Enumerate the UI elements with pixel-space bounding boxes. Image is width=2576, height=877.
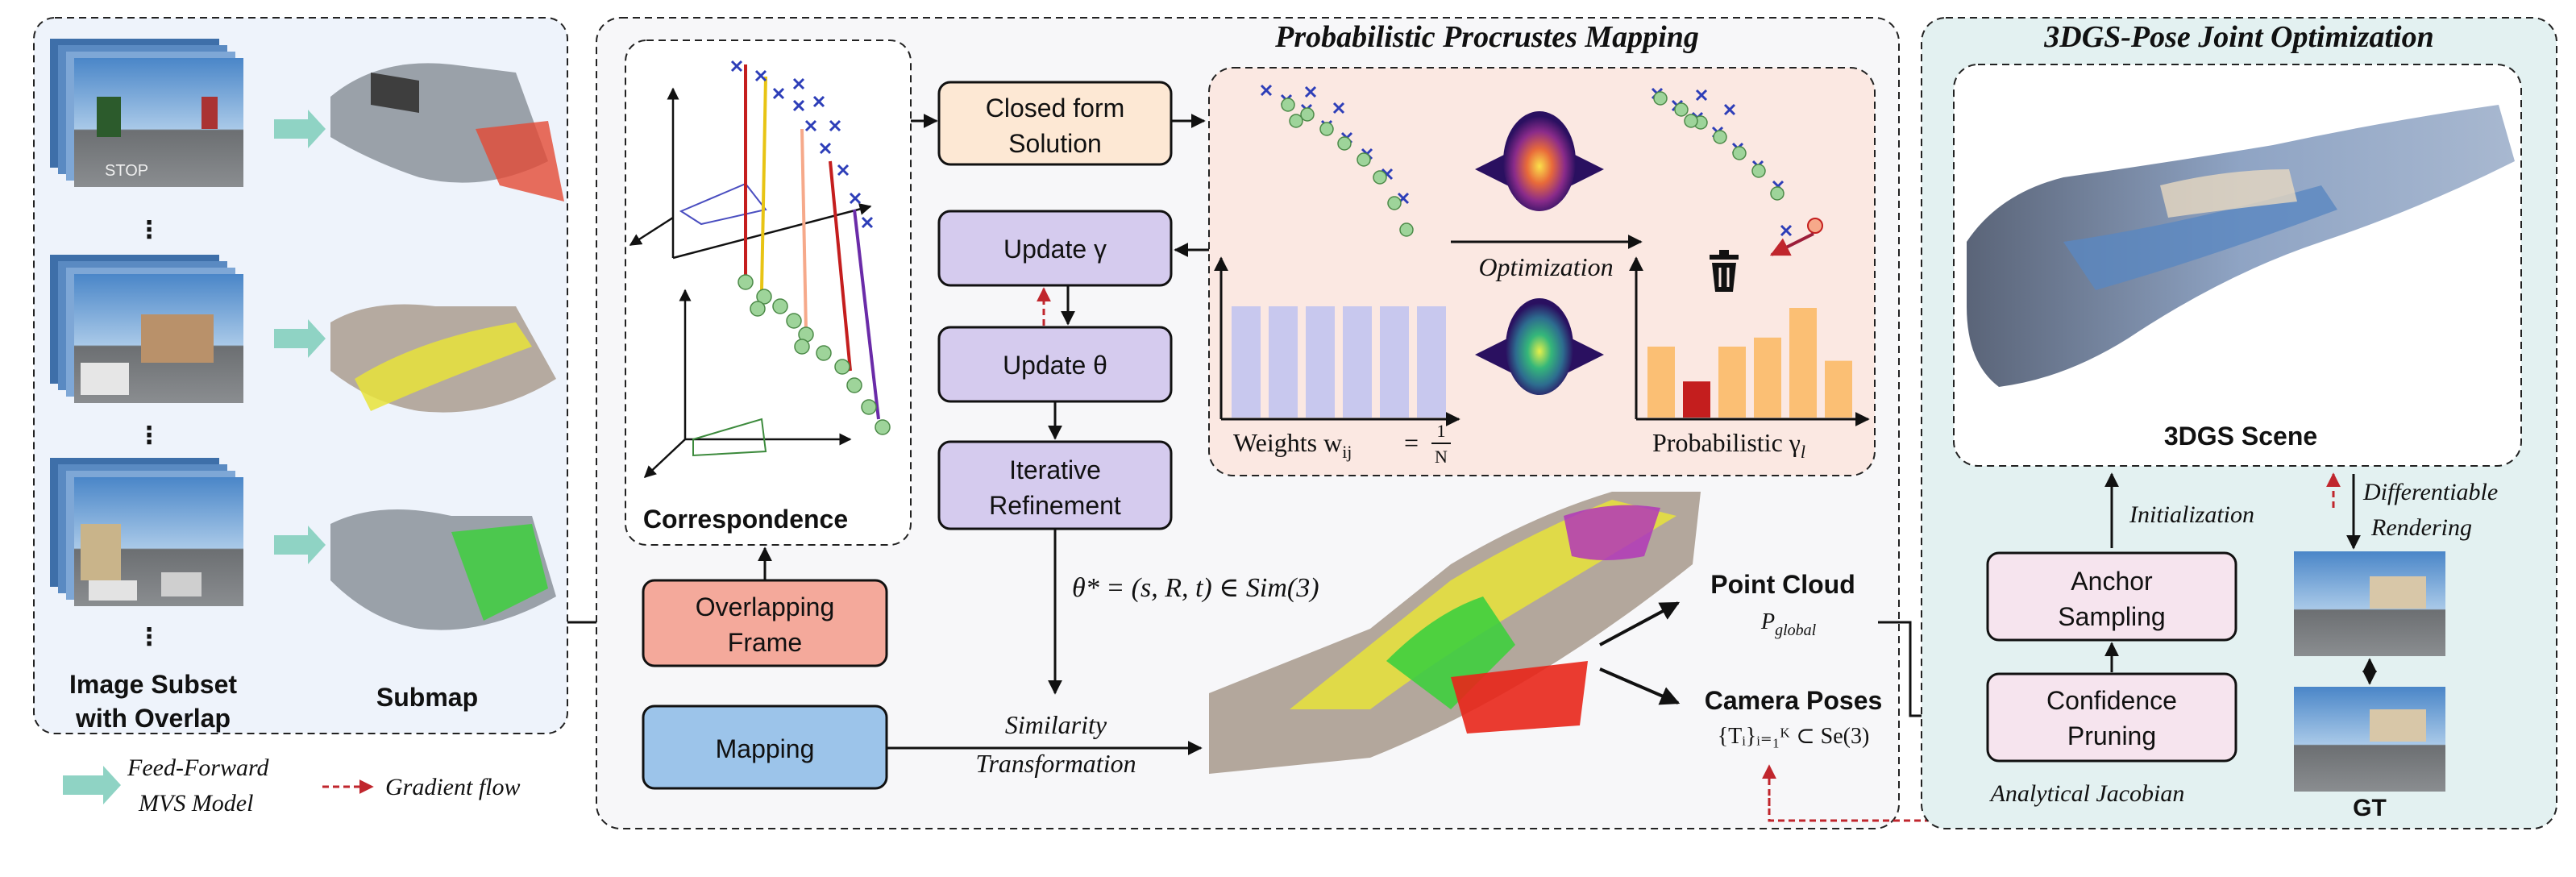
correspondence-label: Correspondence [643, 505, 848, 534]
differentiable-line1: Differentiable [2362, 479, 2498, 505]
closed-form-line2: Solution [1008, 129, 1102, 158]
dots-1: ⋮ [137, 217, 161, 243]
iterative-line1: Iterative [1009, 455, 1101, 484]
camera-poses-eq: {Tᵢ}ᵢ₌₁ᴷ ⊂ Se(3) [1718, 724, 1870, 749]
submap-1 [330, 63, 564, 202]
feed-forward-arrow-1 [274, 110, 326, 148]
right-panel: 3DGS-Pose Joint Optimization 3DGS Scene … [1921, 17, 2557, 829]
point-cloud-subsub: global [1775, 621, 1817, 639]
probabilistic-bar-chart [1629, 256, 1870, 426]
theta-equation: θ* = (s, R, t) ∈ Sim(3) [1072, 573, 1319, 603]
anchor-line2: Sampling [2058, 602, 2165, 631]
weights-num: 1 [1437, 421, 1446, 441]
weights-den: N [1435, 447, 1448, 467]
weights-bars-bar-5 [1417, 306, 1446, 418]
overlapping-line1: Overlapping [696, 592, 835, 621]
weights-label-sub: ij [1342, 442, 1352, 462]
render-image-1 [2294, 551, 2445, 656]
image-stack-3 [50, 458, 243, 606]
weights-bars-bar-3 [1343, 306, 1372, 418]
submap-label: Submap [376, 683, 478, 712]
legend-gradient-flow: Gradient flow [385, 774, 521, 800]
point-cloud-image [1209, 492, 1701, 774]
mapping-box: Mapping [642, 705, 888, 790]
update-gamma-label: Update γ [1003, 235, 1107, 264]
svg-text:STOP: STOP [105, 162, 148, 180]
closed-form-box: Closed form Solution [937, 81, 1173, 166]
anchor-line1: Anchor [2071, 567, 2153, 596]
legend-teal-arrow [63, 766, 121, 804]
iterative-line2: Refinement [989, 491, 1121, 520]
correspondence-box: Correspondence [625, 39, 912, 546]
prob-bars-bar-1 [1683, 381, 1710, 418]
render-image-gt [2294, 687, 2445, 792]
closed-form-line1: Closed form [986, 94, 1125, 123]
point-cloud-label: Point Cloud [1710, 570, 1855, 599]
point-cloud-sub: P [1760, 609, 1775, 634]
trash-icon [1710, 250, 1739, 292]
probabilistic-label-sub: l [1801, 442, 1805, 462]
point-cloud-sym: Pglobal [1760, 609, 1817, 639]
weights-label: Weights wij [1233, 428, 1352, 462]
legend: Feed-Forward MVS Model Gradient flow [63, 754, 521, 817]
weights-bars-bar-2 [1306, 306, 1335, 418]
weights-label-text: Weights w [1233, 428, 1342, 457]
middle-panel: Probabilistic Procrustes Mapping [596, 17, 2315, 829]
update-theta-box: Update θ [937, 326, 1173, 403]
update-gamma-box: Update γ [937, 210, 1173, 287]
prob-bars-bar-0 [1647, 347, 1675, 418]
iterative-refinement-box: Iterative Refinement [937, 440, 1173, 530]
prob-bars-bar-2 [1718, 347, 1746, 418]
probabilistic-label-text: Probabilistic γ [1652, 428, 1801, 457]
update-theta-label: Update θ [1003, 351, 1107, 380]
image-stack-1: STOP [50, 39, 243, 187]
weights-bar-chart [1214, 256, 1460, 426]
overlapping-frame-box: Overlapping Frame [642, 579, 888, 667]
camera-poses-label: Camera Poses [1705, 686, 1883, 715]
weights-eq: = [1404, 428, 1419, 457]
distribution-peak-bottom [1475, 298, 1604, 395]
confidence-line2: Pruning [2067, 721, 2156, 750]
weights-bars-bar-1 [1269, 306, 1298, 418]
scene-label: 3DGS Scene [2164, 422, 2317, 451]
prob-bars-bar-5 [1825, 360, 1852, 418]
image-stack-2 [50, 255, 243, 403]
scene-box: 3DGS Scene [1953, 64, 2522, 467]
weights-bars-bar-0 [1232, 306, 1261, 418]
weights-bars-bar-4 [1380, 306, 1409, 418]
dots-3: ⋮ [137, 624, 161, 650]
initialization-label: Initialization [2129, 501, 2254, 528]
image-subset-label-line2: with Overlap [75, 704, 231, 733]
gt-label: GT [2353, 795, 2387, 821]
feed-forward-arrow-2 [274, 319, 326, 358]
analytical-jacobian-label: Analytical Jacobian [1989, 780, 2185, 807]
optimization-box: Optimization [1208, 67, 1876, 476]
anchor-sampling-box: Anchor Sampling [1986, 551, 2237, 642]
prob-bars-bar-4 [1789, 308, 1817, 418]
dots-2: ⋮ [137, 422, 161, 449]
distribution-peak-top [1475, 111, 1604, 211]
legend-feed-forward-line2: MVS Model [138, 790, 253, 817]
probabilistic-label: Probabilistic γl [1652, 428, 1805, 462]
middle-panel-title: Probabilistic Procrustes Mapping [1274, 20, 1699, 54]
confidence-pruning-box: Confidence Pruning [1986, 672, 2237, 763]
differentiable-line2: Rendering [2370, 514, 2472, 541]
image-subset-label-line1: Image Subset [69, 670, 237, 699]
prob-bars-bar-3 [1754, 337, 1781, 418]
left-panel: STOP ⋮ ⋮ ⋮ [33, 17, 568, 734]
right-panel-title: 3DGS-Pose Joint Optimization [2043, 20, 2434, 54]
similarity-line2: Transformation [975, 749, 1136, 778]
confidence-line1: Confidence [2046, 686, 2177, 715]
similarity-line1: Similarity [1005, 710, 1107, 739]
submap-3 [330, 509, 556, 630]
legend-feed-forward-line1: Feed-Forward [127, 754, 270, 781]
mapping-label: Mapping [716, 734, 815, 763]
overlapping-line2: Frame [728, 628, 802, 657]
submap-2 [330, 304, 556, 413]
feed-forward-arrow-3 [274, 526, 326, 564]
optimization-label: Optimization [1478, 252, 1613, 281]
